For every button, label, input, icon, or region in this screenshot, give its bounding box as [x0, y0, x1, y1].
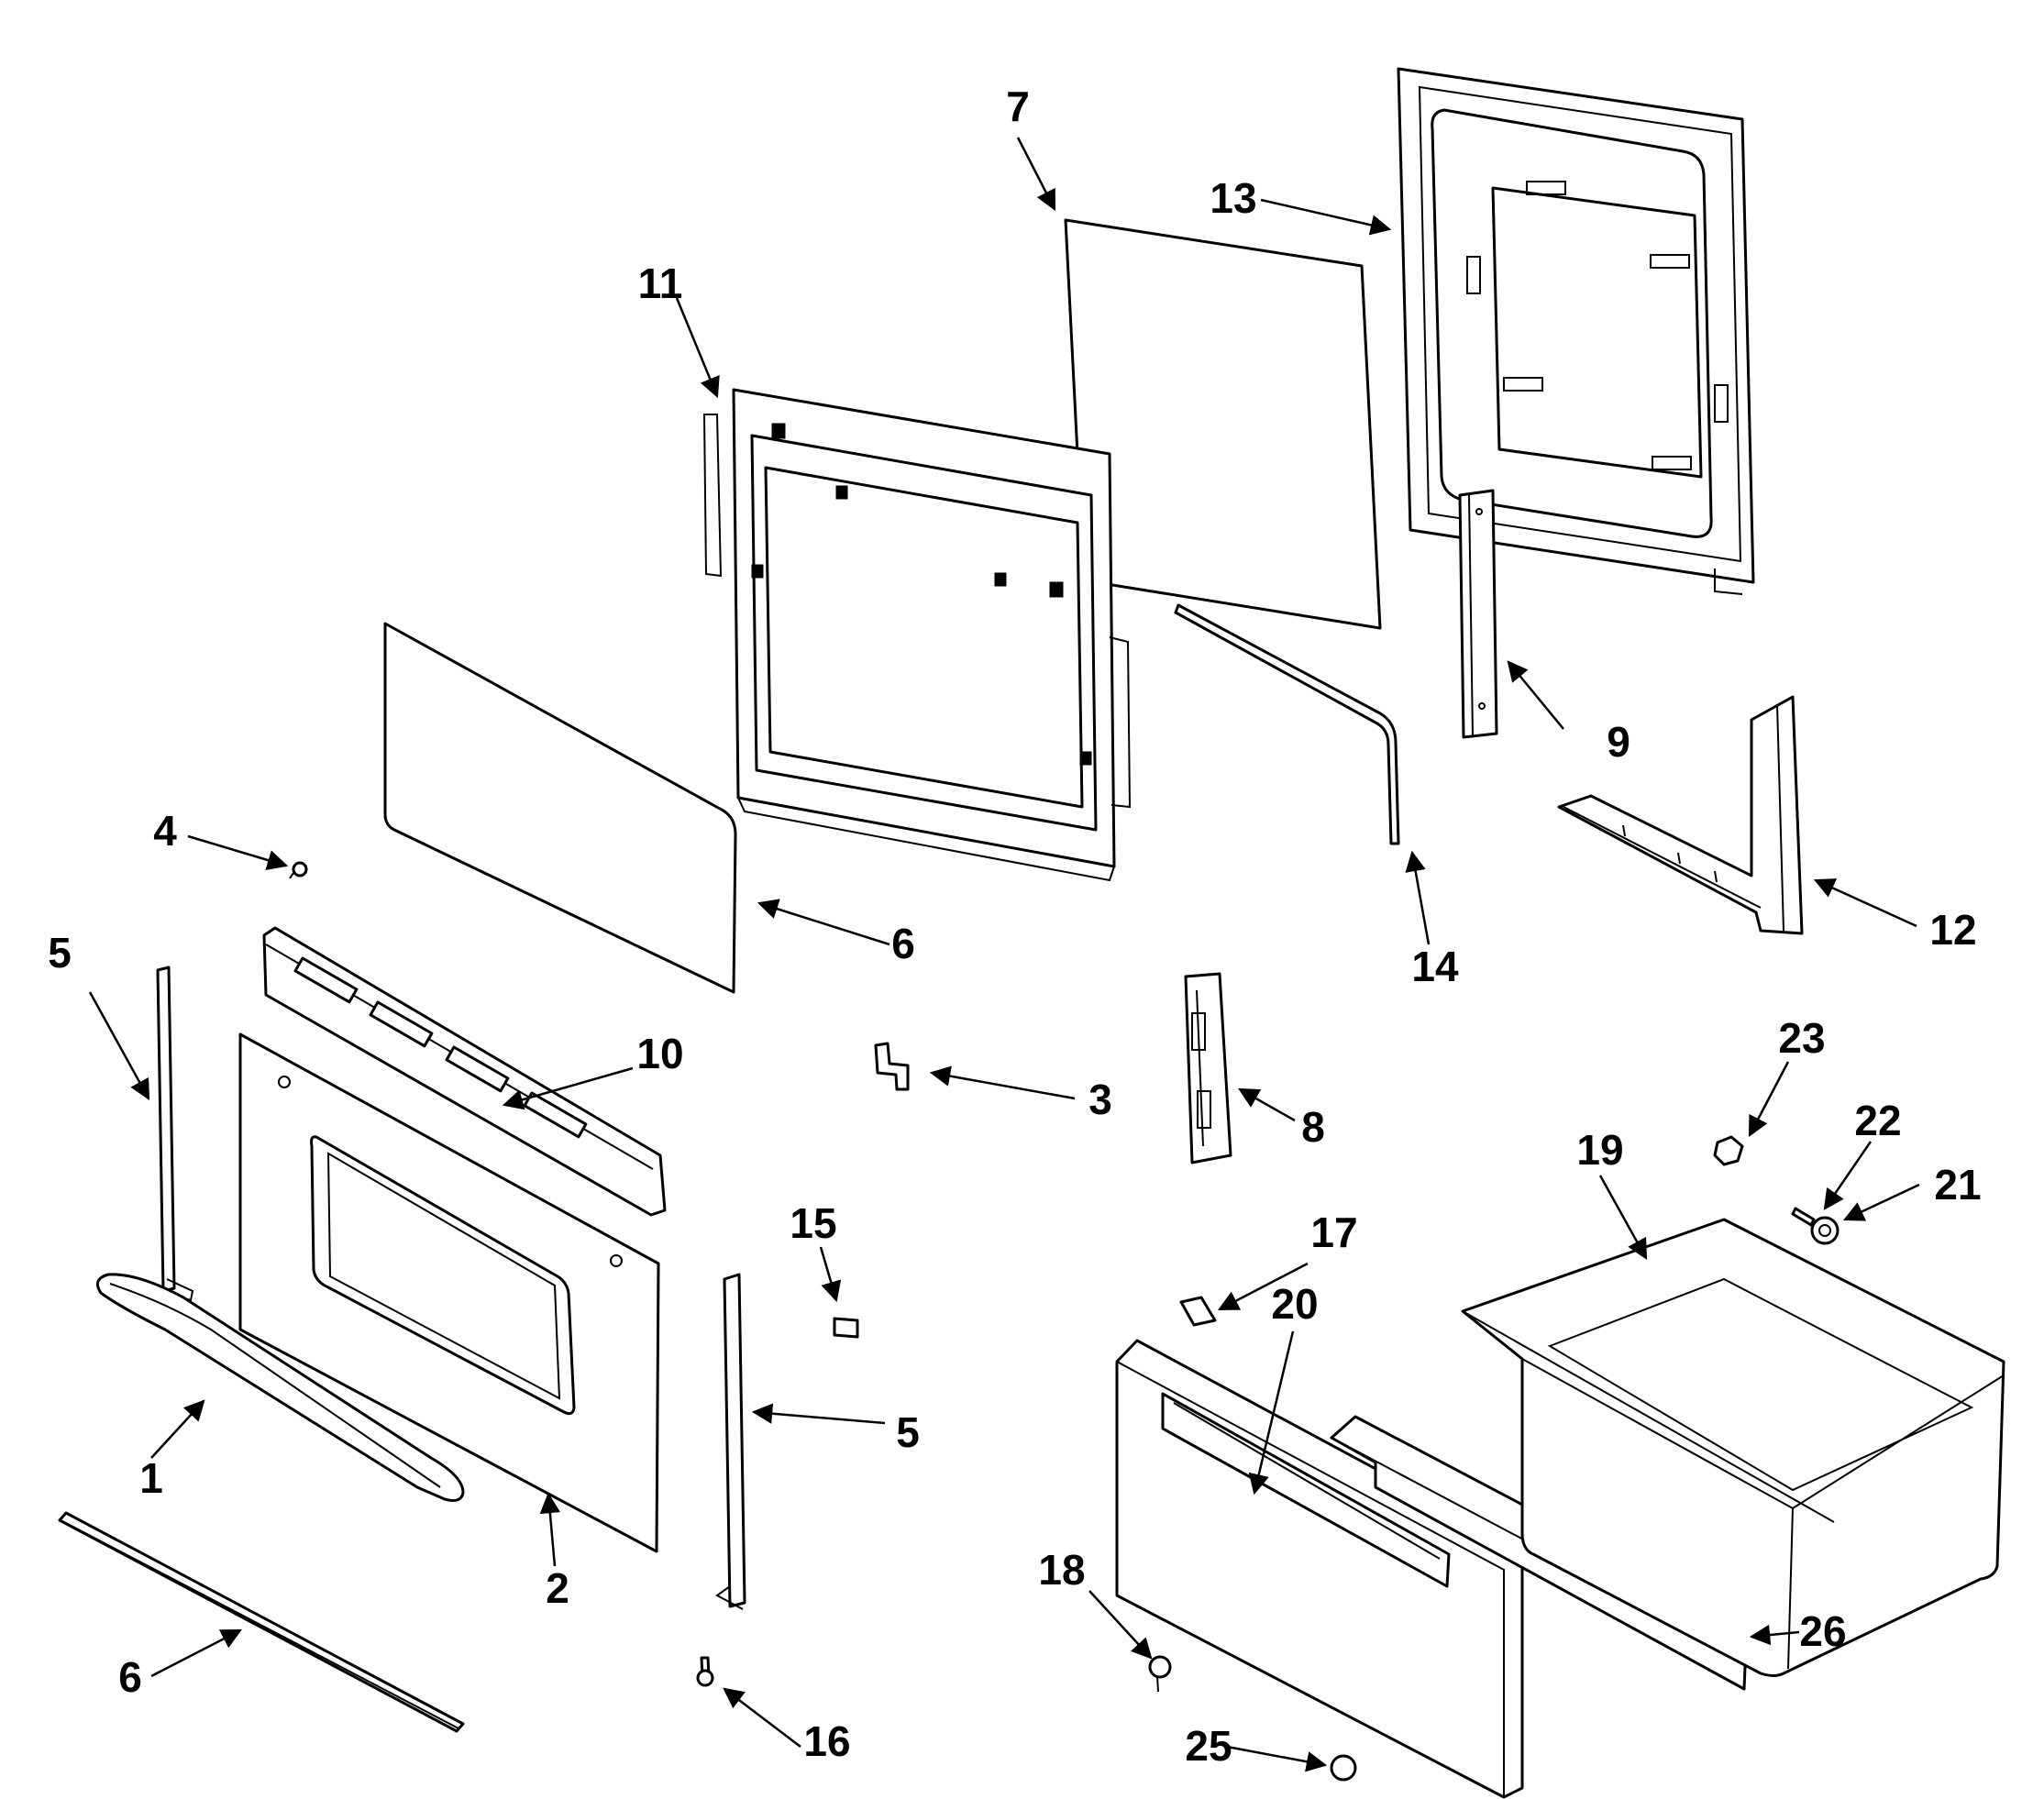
callout-25: 25 [1185, 1722, 1232, 1770]
part-12-door-frame [702, 388, 1132, 882]
part-24-nut [1713, 1135, 1744, 1166]
part-2-outer-panel [238, 1032, 660, 1553]
part-16-clip [833, 1317, 859, 1339]
part-1-handle [95, 1273, 465, 1502]
part-4-screw [289, 861, 308, 879]
callout-24: 23 [1778, 1014, 1825, 1062]
part-17-screw [696, 1656, 714, 1687]
callout-11: 10 [636, 1030, 683, 1077]
callout-17: 16 [803, 1717, 850, 1765]
callout-10: 9 [1607, 718, 1630, 766]
part-7-inner-glass [383, 622, 737, 994]
callout-14: 13 [1210, 174, 1256, 222]
callout-22: 21 [1934, 1161, 1981, 1209]
callout-7: 6 [891, 920, 915, 967]
part-20-drawer [1461, 1218, 2005, 1677]
part-23-screw [1791, 1207, 1816, 1227]
part-8-glass [1064, 218, 1382, 630]
part-21-drawer-front [1115, 1339, 1524, 1799]
callout-labels: 7 13 11 9 14 12 4 6 5 10 3 8 23 22 21 19… [48, 83, 1981, 1770]
part-5-right-trim [715, 1273, 746, 1610]
callout-5-right: 5 [896, 1408, 920, 1456]
callout-1: 1 [139, 1454, 163, 1502]
callout-12: 11 [638, 259, 683, 307]
part-19-screw [1148, 1655, 1172, 1693]
callout-6: 6 [118, 1653, 142, 1701]
callout-19: 18 [1038, 1546, 1085, 1594]
leader-lines [88, 137, 1920, 1772]
part-5-left-trim [156, 966, 194, 1302]
callout-9: 8 [1301, 1103, 1325, 1151]
part-11-vent [262, 926, 667, 1217]
callout-21: 20 [1271, 1280, 1318, 1328]
part-15-seal [1174, 603, 1400, 845]
part-13-trim [1557, 695, 1804, 935]
callout-16: 15 [790, 1199, 836, 1247]
part-18-block [1179, 1296, 1217, 1327]
part-3-bracket [874, 1042, 910, 1091]
callout-5-left: 5 [48, 929, 72, 977]
callout-8: 7 [1006, 83, 1030, 130]
part-22-roller [1810, 1216, 1840, 1245]
callout-15: 14 [1411, 943, 1459, 990]
callout-3: 3 [1088, 1076, 1112, 1123]
callout-26: 26 [1799, 1607, 1846, 1655]
part-6-strip [58, 1511, 465, 1733]
callout-23: 22 [1854, 1097, 1901, 1144]
callout-20: 19 [1576, 1126, 1623, 1174]
part-25-nut [1330, 1754, 1357, 1782]
callout-18: 17 [1310, 1209, 1357, 1256]
callout-4: 4 [153, 807, 177, 855]
part-10-channel [1458, 489, 1498, 739]
part-9-hinge [1184, 972, 1232, 1164]
callout-2: 2 [546, 1564, 569, 1612]
part-14-door-liner [1397, 67, 1755, 595]
callout-13: 12 [1929, 906, 1976, 954]
